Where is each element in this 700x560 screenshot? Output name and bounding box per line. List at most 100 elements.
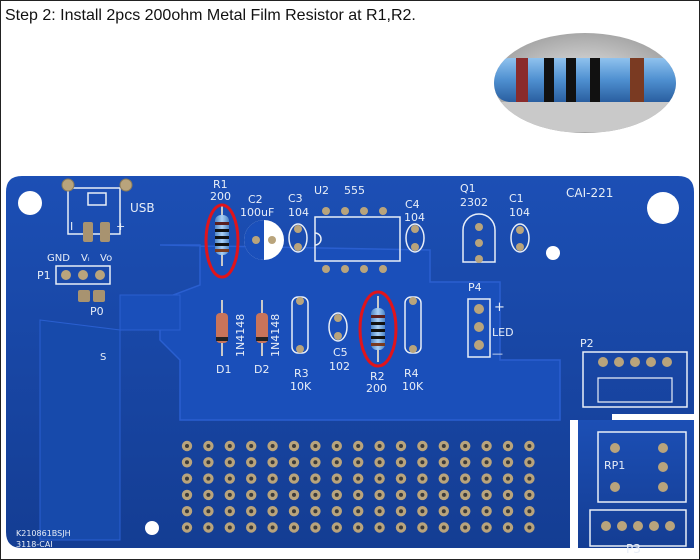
c3-footprint xyxy=(288,223,308,253)
perfboard-hole xyxy=(463,476,468,481)
d2-value: 1N4148 xyxy=(269,314,282,357)
perfboard-hole xyxy=(292,525,296,530)
p4-header-outline xyxy=(467,298,491,358)
u2-label: U2 xyxy=(314,184,329,197)
q1-label: Q1 xyxy=(460,182,476,195)
perfboard-hole xyxy=(441,444,446,448)
perfboard-hole xyxy=(484,525,489,530)
d1-label: D1 xyxy=(216,363,231,376)
perfboard-hole xyxy=(292,444,296,448)
perfboard-hole xyxy=(463,444,468,448)
p1-label: P1 xyxy=(37,269,51,282)
perfboard-hole xyxy=(377,460,382,465)
perfboard-hole xyxy=(506,460,510,465)
perfboard-hole xyxy=(420,509,425,514)
perfboard-hole xyxy=(399,509,403,514)
c4-label: C4 xyxy=(405,198,420,211)
perfboard-hole xyxy=(185,492,189,497)
perfboard-hole xyxy=(527,525,532,530)
perfboard-hole xyxy=(270,444,275,448)
r4-label: R4 xyxy=(404,367,419,380)
perfboard-hole xyxy=(185,444,189,448)
perfboard-hole xyxy=(377,525,382,530)
perfboard-hole xyxy=(527,476,532,481)
q1-value: 2302 xyxy=(460,196,488,209)
perfboard-hole xyxy=(527,492,532,497)
perfboard-hole xyxy=(420,444,425,448)
perfboard-hole xyxy=(270,460,275,465)
s-mark: S xyxy=(100,352,106,363)
perfboard-hole xyxy=(399,525,403,530)
perfboard-hole xyxy=(377,476,382,481)
usb-smd-pad-2 xyxy=(100,222,110,242)
c1-label: C1 xyxy=(509,192,524,205)
perfboard-hole xyxy=(527,444,532,448)
zoomed-resistor-inset xyxy=(494,33,676,133)
d1-diode xyxy=(216,300,228,356)
d2-label: D2 xyxy=(254,363,269,376)
perfboard-hole xyxy=(399,476,403,481)
p4-label: P4 xyxy=(468,281,482,294)
board-code-1: K210861BSJH xyxy=(16,529,71,538)
r3-label: R3 xyxy=(294,367,309,380)
perfboard-hole xyxy=(463,460,468,465)
p2-label: P2 xyxy=(580,337,594,350)
perfboard-hole xyxy=(227,525,232,530)
perfboard-hole xyxy=(206,509,211,514)
perfboard-hole xyxy=(356,509,361,514)
perfboard-hole xyxy=(206,525,211,530)
perfboard-hole xyxy=(334,492,339,497)
usb-smd-pad-1 xyxy=(83,222,93,242)
p0-pad-1 xyxy=(78,290,90,302)
board-id-label: CAI-221 xyxy=(566,186,613,200)
perfboard-hole xyxy=(399,492,403,497)
u2-ic-footprint xyxy=(314,216,401,262)
d2-diode xyxy=(256,300,268,356)
perfboard-hole xyxy=(484,476,489,481)
mount-hole-mid xyxy=(546,246,560,260)
perfboard-hole xyxy=(227,492,232,497)
c5-footprint xyxy=(328,312,348,342)
perfboard-hole xyxy=(249,492,254,497)
perfboard-hole xyxy=(292,492,296,497)
perfboard-hole xyxy=(185,525,189,530)
rp1-pins xyxy=(610,443,668,492)
perfboard-grid xyxy=(181,440,535,533)
r1-label: R1 xyxy=(213,178,228,191)
perfboard-hole xyxy=(420,492,425,497)
perfboard-hole xyxy=(527,460,532,465)
p2-pins xyxy=(598,357,672,367)
perfboard-hole xyxy=(441,460,446,465)
perfboard-hole xyxy=(313,509,318,514)
perfboard-hole xyxy=(506,525,510,530)
p2-connector-outline xyxy=(582,351,688,408)
perfboard-hole xyxy=(356,460,361,465)
p0-label: P0 xyxy=(90,305,104,318)
perfboard-hole xyxy=(249,525,254,530)
c2-value: 100uF xyxy=(240,206,274,219)
perfboard-hole xyxy=(377,444,382,448)
step-caption: Step 2: Install 2pcs 200ohm Metal Film R… xyxy=(5,7,416,24)
perfboard-hole xyxy=(506,444,510,448)
c1-value: 104 xyxy=(509,206,530,219)
r2-label: R2 xyxy=(370,370,385,383)
perfboard-hole xyxy=(484,444,489,448)
perfboard-hole xyxy=(206,444,211,448)
p3-label: P3 xyxy=(626,542,641,556)
perfboard-hole xyxy=(270,476,275,481)
perfboard-hole xyxy=(356,492,361,497)
mount-hole-bl xyxy=(145,521,159,535)
c3-label: C3 xyxy=(288,192,303,205)
perfboard-hole xyxy=(227,460,232,465)
c5-label: C5 xyxy=(333,346,348,359)
perfboard-hole xyxy=(399,444,403,448)
perfboard-hole xyxy=(313,492,318,497)
perfboard-hole xyxy=(227,476,232,481)
perfboard-hole xyxy=(270,492,275,497)
perfboard-hole xyxy=(377,492,382,497)
perfboard-hole xyxy=(270,525,275,530)
usb-plus-label: + xyxy=(116,220,125,233)
perfboard-hole xyxy=(334,509,339,514)
perfboard-hole xyxy=(227,509,232,514)
